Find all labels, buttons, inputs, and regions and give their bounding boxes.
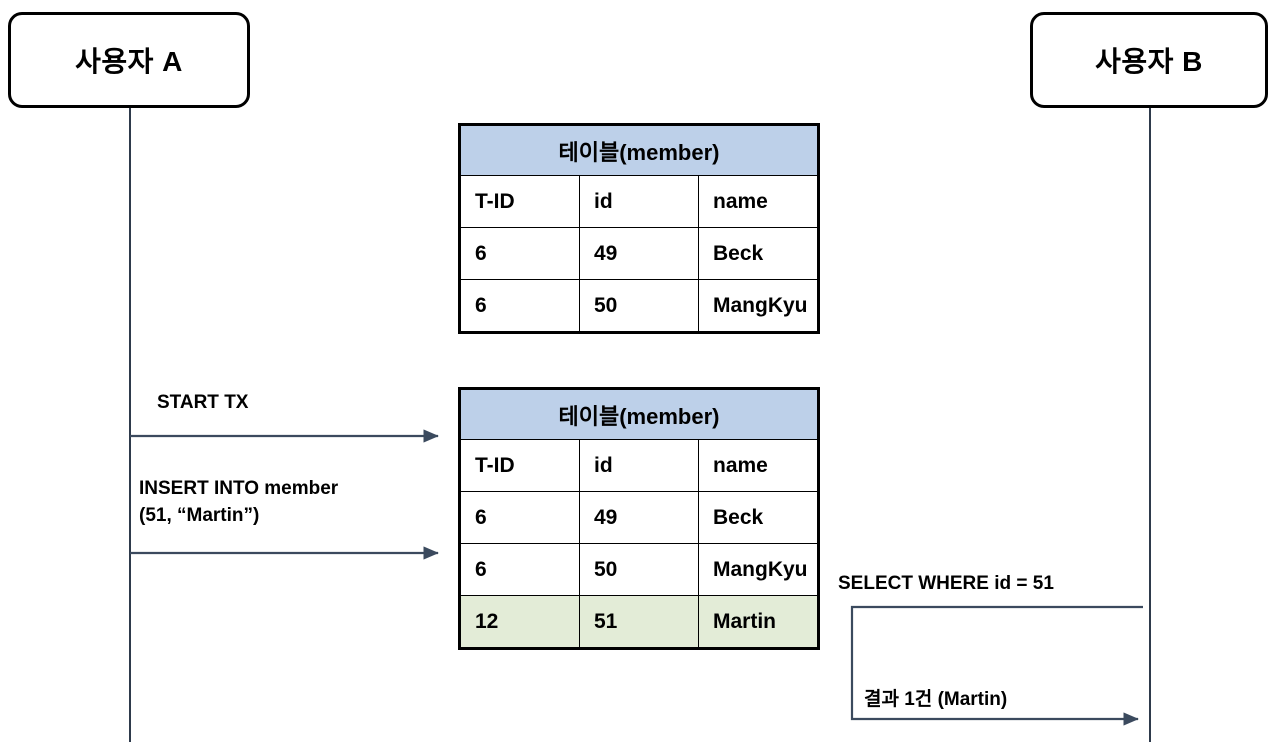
- table-after-header-tid: T-ID: [460, 439, 580, 492]
- table-after-header-name: name: [698, 439, 818, 492]
- cell-name: MangKyu: [698, 543, 818, 596]
- cell-name: Martin: [698, 595, 818, 648]
- cell-tid: 6: [460, 279, 580, 332]
- cell-id: 49: [579, 491, 699, 544]
- cell-name: MangKyu: [698, 279, 818, 332]
- cell-tid: 6: [460, 227, 580, 280]
- cell-name: Beck: [698, 227, 818, 280]
- table-row: 6 49 Beck: [460, 491, 818, 544]
- message-label-select: SELECT WHERE id = 51: [838, 573, 1054, 594]
- lifeline-user-a: [129, 108, 131, 742]
- actor-box-user-a: 사용자 A: [8, 12, 250, 108]
- table-row-header: T-ID id name: [460, 175, 818, 228]
- actor-a-label: 사용자 A: [75, 46, 183, 77]
- table-before-header-name: name: [698, 175, 818, 228]
- table-row: 6 49 Beck: [460, 227, 818, 280]
- table-before-header-id: id: [579, 175, 699, 228]
- cell-tid: 6: [460, 543, 580, 596]
- cell-tid: 12: [460, 595, 580, 648]
- message-label-result: 결과 1건 (Martin): [864, 689, 1008, 710]
- table-before-header-tid: T-ID: [460, 175, 580, 228]
- actor-box-user-b: 사용자 B: [1030, 12, 1268, 108]
- table-row-header: T-ID id name: [460, 439, 818, 492]
- table-before-title: 테이블(member): [460, 125, 818, 176]
- cell-name: Beck: [698, 491, 818, 544]
- table-member-after: 테이블(member) T-ID id name 6 49 Beck 6 50 …: [458, 387, 820, 650]
- cell-id: 49: [579, 227, 699, 280]
- cell-tid: 6: [460, 491, 580, 544]
- cell-id: 50: [579, 279, 699, 332]
- table-row-highlighted: 12 51 Martin: [460, 595, 818, 648]
- table-after-title: 테이블(member): [460, 389, 818, 440]
- message-label-insert: INSERT INTO member (51, “Martin”): [139, 478, 339, 526]
- table-member-before: 테이블(member) T-ID id name 6 49 Beck 6 50 …: [458, 123, 820, 334]
- lifeline-user-b: [1149, 108, 1151, 742]
- message-label-start-tx: START TX: [157, 392, 249, 413]
- cell-id: 51: [579, 595, 699, 648]
- actor-b-label: 사용자 B: [1095, 46, 1203, 77]
- table-row: 6 50 MangKyu: [460, 279, 818, 332]
- table-after-header-id: id: [579, 439, 699, 492]
- table-row: 6 50 MangKyu: [460, 543, 818, 596]
- cell-id: 50: [579, 543, 699, 596]
